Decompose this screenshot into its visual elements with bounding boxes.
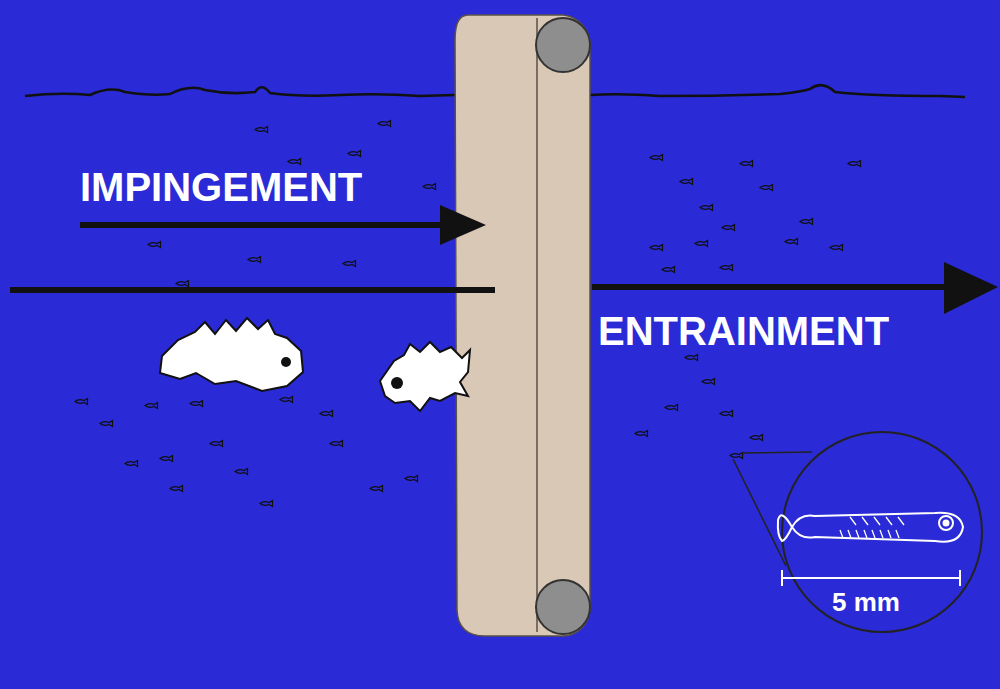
fish-larva [778,513,963,542]
scale-bar [782,570,960,586]
flow-arrows [10,205,998,314]
dimension-label: 5 mm [806,589,926,615]
large-fish [160,318,470,411]
traveling-screen [455,15,590,636]
process-label: ENTRAINMENT [598,311,889,351]
process-label: IMPINGEMENT [80,167,362,207]
magnifier-callout [733,432,982,632]
